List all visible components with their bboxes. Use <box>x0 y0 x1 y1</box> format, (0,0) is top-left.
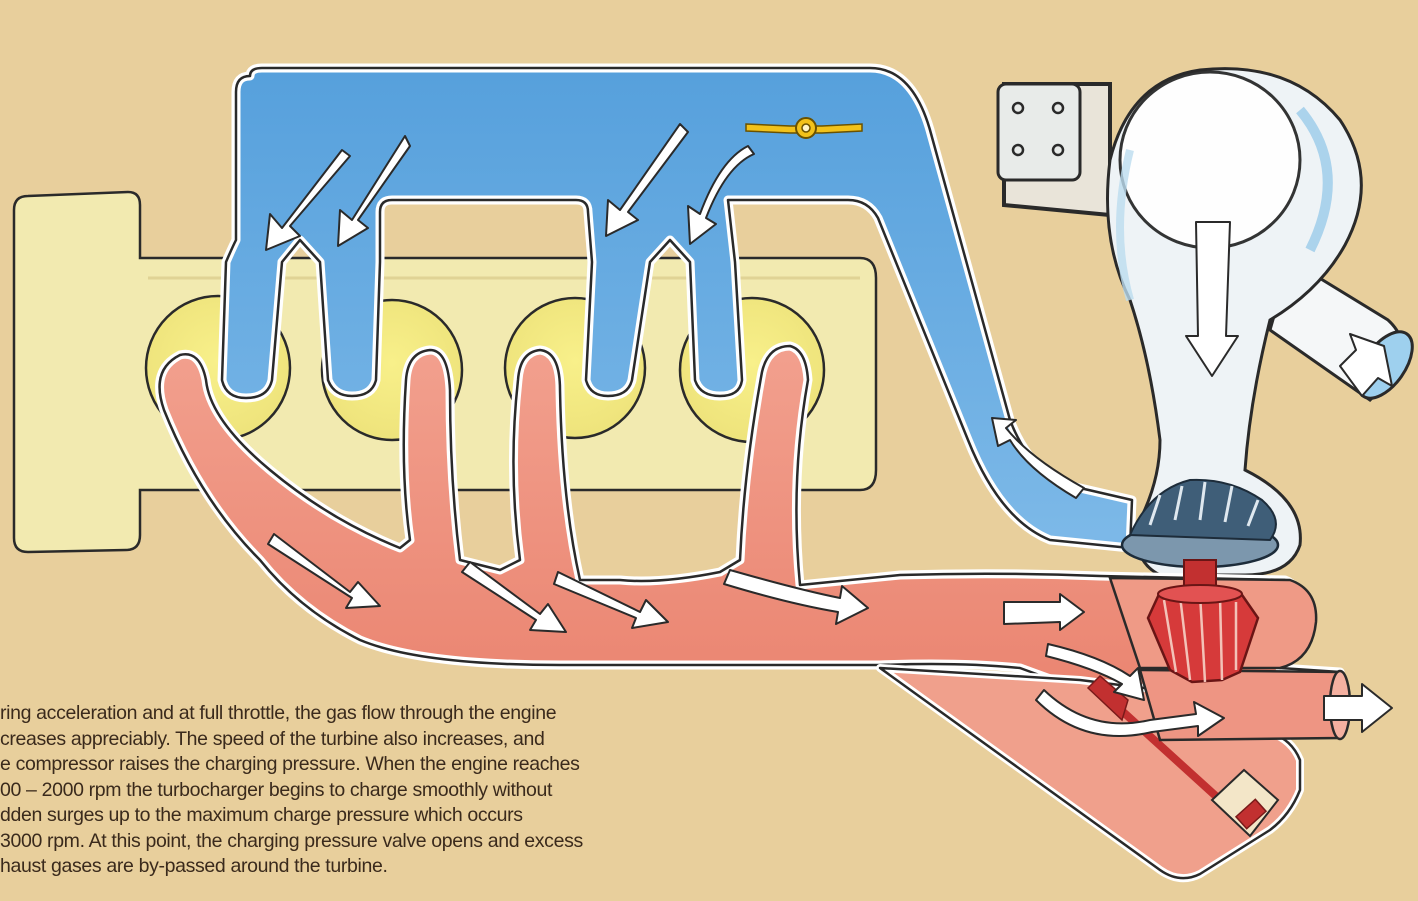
caption-line: 3000 rpm. At this point, the charging pr… <box>0 829 690 855</box>
caption-line: dden surges up to the maximum charge pre… <box>0 803 690 829</box>
caption-line: creases appreciably. The speed of the tu… <box>0 727 690 753</box>
diagram-caption: ring acceleration and at full throttle, … <box>0 701 690 880</box>
caption-line: ring acceleration and at full throttle, … <box>0 701 690 727</box>
caption-line: 00 – 2000 rpm the turbocharger begins to… <box>0 778 690 804</box>
mounting-flange <box>998 84 1080 180</box>
caption-line: e compressor raises the charging pressur… <box>0 752 690 778</box>
caption-line: haust gases are by-passed around the tur… <box>0 854 690 880</box>
